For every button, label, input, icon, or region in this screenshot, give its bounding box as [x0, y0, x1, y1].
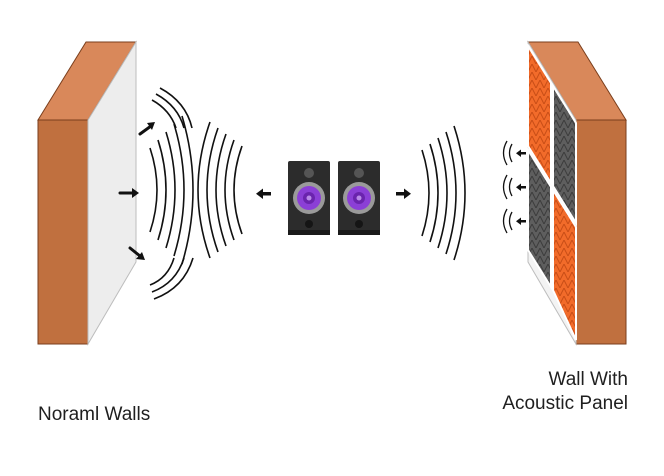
- reflected-sound-waves-normal: [149, 87, 194, 300]
- reflection-arrows: [118, 122, 155, 260]
- acoustic-panel-caption: Wall With Acoustic Panel: [502, 368, 628, 416]
- incoming-sound-waves-left: [197, 121, 243, 259]
- arrow-icon: [520, 186, 526, 189]
- arrow-icon: [396, 188, 411, 199]
- incoming-sound-waves-right: [421, 125, 466, 261]
- acoustic-wall-front: [575, 119, 627, 345]
- arrow-icon: [520, 220, 526, 223]
- acoustic-caption-line2: Acoustic Panel: [502, 393, 628, 414]
- normal-walls-label: Noraml Walls: [38, 404, 151, 425]
- arrow-icon: [138, 124, 153, 136]
- absorption-arrows: [516, 149, 526, 225]
- normal-walls-caption: Noraml Walls: [38, 403, 150, 427]
- arrow-icon: [520, 152, 526, 155]
- acoustic-panel-icon: [527, 42, 577, 341]
- normal-wall-face: [87, 40, 137, 346]
- normal-wall-front: [37, 119, 89, 345]
- acoustic-caption-line1: Wall With: [548, 369, 628, 390]
- arrow-icon: [256, 188, 271, 199]
- speaker-right: [338, 161, 380, 235]
- normal-wall: [37, 40, 137, 346]
- arrow-icon: [128, 246, 142, 258]
- speaker-left: [288, 161, 330, 235]
- absorbed-sound-waves: [502, 140, 513, 234]
